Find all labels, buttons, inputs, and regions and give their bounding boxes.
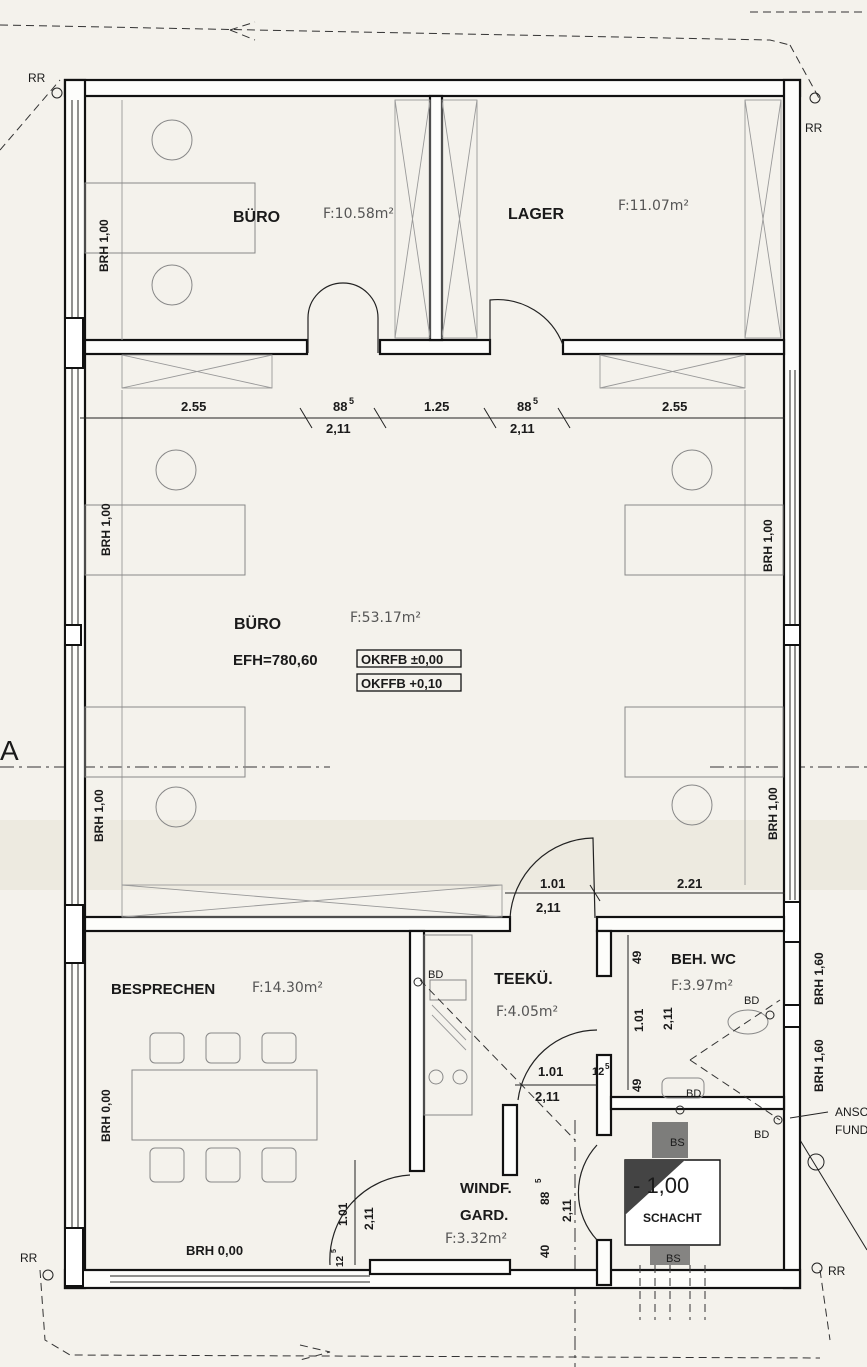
room-besprechen-area: F:14.30m² [252,980,323,996]
room-buero-small-area: F:10.58m² [323,206,394,222]
okrfb-box [356,649,462,668]
room-lager-name: LAGER [508,206,564,223]
dim-101-tea: 1.01 [538,1064,563,1079]
schacht-level: - 1,00 [633,1173,689,1198]
schacht-name: SCHACHT [643,1211,702,1225]
brh-right-3: BRH 1,60 [812,952,826,1005]
dim-125-besp-sup: 5 [331,1249,338,1253]
room-besprechen-name: BESPRECHEN [111,981,215,998]
brh-right-2: BRH 1,00 [766,787,780,840]
bs-label-bottom: BS [666,1253,681,1265]
dim-211-buero-door: 2,11 [536,900,561,915]
meeting-furniture [131,1032,318,1183]
dim-101-besp-door: 1.01 [336,1202,350,1226]
rr-label-tr: RR [805,121,823,135]
bd-label-wc: BD [744,995,759,1007]
dim-211-wc: 2,11 [661,1007,675,1030]
outline-dashed-lines [0,11,867,1367]
dim-101-wc: 1.01 [632,1008,646,1032]
rr-label-tl: RR [28,71,46,85]
brh-right-4: BRH 1,60 [812,1039,826,1092]
room-beh-wc-area: F:3.97m² [671,978,733,994]
dim-211-tea: 2,11 [535,1089,560,1104]
efh-level: EFH=780,60 [233,652,318,669]
dimension-lines [80,407,785,1265]
room-buero-small-name: BÜRO [233,207,280,226]
dim-211-left: 2,11 [326,421,351,436]
brh-left-1: BRH 1,00 [97,219,111,272]
door-swings [307,282,598,1266]
dim-125-tea-sup: 5 [605,1062,610,1071]
dim-49-top: 49 [630,950,644,964]
dim-125-tea: 12 [592,1066,604,1078]
bd-label-wc2: BD [686,1088,701,1100]
room-teekue-name: TEEKÜ. [494,969,553,988]
dim-885-right-sup: 5 [533,396,538,406]
bd-label-shaft: BD [754,1129,769,1141]
interior-walls [83,94,786,1287]
dim-221: 2.21 [677,876,702,891]
dim-255-left: 2.55 [181,399,206,414]
dim-125: 1.25 [424,399,449,414]
storage-shelving [121,99,782,918]
rr-label-br: RR [828,1264,846,1278]
dim-885-entry-sup: 5 [534,1178,543,1183]
dim-885-left: 88 [333,399,347,414]
dim-885-right: 88 [517,399,531,414]
section-marker-a: A [0,735,19,766]
room-lager-area: F:11.07m² [618,198,689,214]
office-furniture [84,119,784,828]
room-beh-wc-name: BEH. WC [671,951,736,968]
exterior-walls [63,78,802,1290]
annotation-leader [789,1111,829,1119]
bs-label-top: BS [670,1137,685,1149]
room-buero-main-area: F:53.17m² [350,610,421,626]
paper-fold-shadow [0,820,867,890]
room-teekue-area: F:4.05m² [496,1004,558,1020]
room-windf-name1: WINDF. [460,1180,512,1197]
dim-125-besp: 12 [335,1255,346,1267]
dim-49-bottom: 49 [630,1078,644,1092]
brh-right-1: BRH 1,00 [761,519,775,572]
okffb-label: OKFFB +0,10 [361,676,442,691]
dim-885-left-sup: 5 [349,396,354,406]
dim-255-right: 2.55 [662,399,687,414]
wc-fixtures [419,979,825,1320]
rr-label-bl: RR [20,1251,38,1265]
brh-left-4: BRH 0,00 [99,1089,113,1142]
room-windf-area: F:3.32m² [445,1231,507,1247]
brh-left-2: BRH 1,00 [99,503,113,556]
dim-40: 40 [538,1244,552,1258]
kitchen-counter [423,934,473,1116]
dim-885-entry: 88 [538,1191,552,1205]
dim-211-right: 2,11 [510,421,535,436]
drain-symbols: BD BD BD BD BS BS [413,969,783,1265]
brh-left-3: BRH 1,00 [92,789,106,842]
okffb-box [356,673,462,692]
bd-label-kitchen: BD [428,969,443,981]
dim-101-buero-door: 1.01 [540,876,565,891]
room-buero-main-name: BÜRO [234,614,281,633]
downpipe-markers: RR RR RR RR [20,71,846,1281]
dim-211-besp-door: 2,11 [362,1207,376,1230]
brh-bottom: BRH 0,00 [186,1243,243,1258]
annotation-ansc: ANSC [835,1105,867,1119]
okrfb-label: OKRFB ±0,00 [361,652,443,667]
dim-211-entry: 2,11 [560,1199,574,1222]
room-windf-name2: GARD. [460,1207,508,1224]
annotation-fund: FUND [835,1123,867,1137]
